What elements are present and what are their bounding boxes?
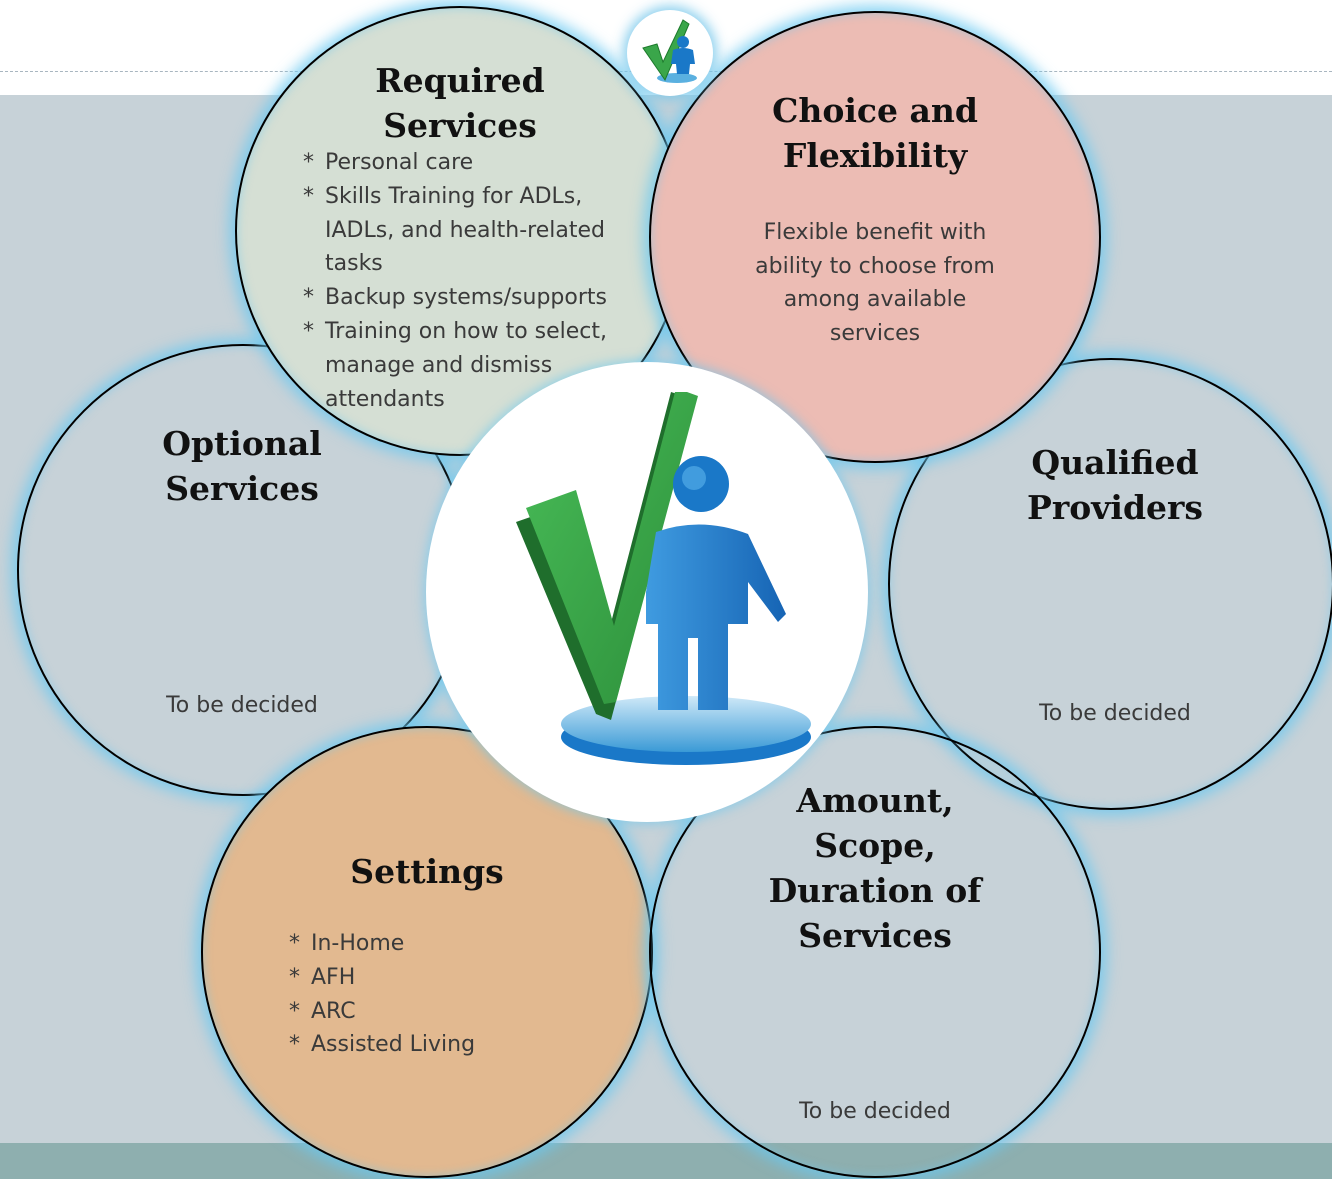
optional-services-text: To be decided	[166, 693, 318, 718]
small-logo	[627, 10, 713, 96]
bullet: *	[303, 285, 314, 311]
required-services-list: * Personal care * Skills Training for ADLs…	[303, 146, 623, 416]
bullet: *	[303, 318, 314, 344]
optional-services-title: Optional Services	[162, 424, 322, 508]
bullet: *	[303, 183, 314, 209]
list-item: * ARC	[289, 995, 549, 1029]
bullet: *	[289, 931, 300, 956]
list-item-text: Assisted Living	[311, 1032, 476, 1058]
bullet: *	[303, 150, 314, 175]
bullet: *	[289, 964, 300, 990]
list-item: * Training on how to select, manage and d…	[303, 315, 623, 416]
list-item-text: Personal care	[325, 150, 474, 175]
checkmark-person-icon	[516, 392, 811, 765]
qualified-providers-text: To be decided	[1039, 701, 1191, 726]
list-item-text: Skills Training for ADLs, IADLs, and hea…	[325, 183, 605, 277]
amount-scope-circle	[649, 726, 1101, 1178]
checkmark-person-small-icon	[642, 19, 697, 83]
list-item-text: In-Home	[311, 931, 405, 956]
settings-title: Settings	[350, 852, 504, 891]
bullet: *	[289, 1032, 300, 1058]
choice-flexibility-title: Choice and Flexibility	[772, 91, 978, 175]
choice-flexibility-text: Flexible benefit with ability to choose …	[755, 220, 995, 346]
required-services-title: Required Services	[375, 61, 545, 145]
qualified-providers-title: Qualified Providers	[1027, 443, 1203, 527]
list-item: * Assisted Living	[289, 1028, 549, 1062]
qualified-providers-circle	[888, 358, 1332, 810]
list-item-text: Backup systems/supports	[325, 285, 607, 311]
footer-band	[0, 1143, 1332, 1179]
list-item: * AFH	[289, 961, 549, 995]
amount-scope-title: Amount, Scope, Duration of Services	[768, 781, 982, 955]
bullet: *	[289, 998, 300, 1024]
list-item: * Skills Training for ADLs, IADLs, and he…	[303, 180, 623, 281]
center-logo-circle	[426, 362, 868, 822]
list-item-text: Training on how to select, manage and di…	[325, 318, 608, 412]
list-item: * In-Home	[289, 927, 549, 961]
list-item: * Backup systems/supports	[303, 281, 623, 315]
choice-flexibility-circle	[649, 11, 1101, 463]
list-item-text: ARC	[311, 998, 356, 1024]
settings-list: * In-Home * AFH * ARC * Assisted Living	[289, 927, 549, 1062]
list-item-text: AFH	[311, 964, 356, 990]
list-item: * Personal care	[303, 146, 623, 180]
amount-scope-text: To be decided	[799, 1099, 951, 1124]
